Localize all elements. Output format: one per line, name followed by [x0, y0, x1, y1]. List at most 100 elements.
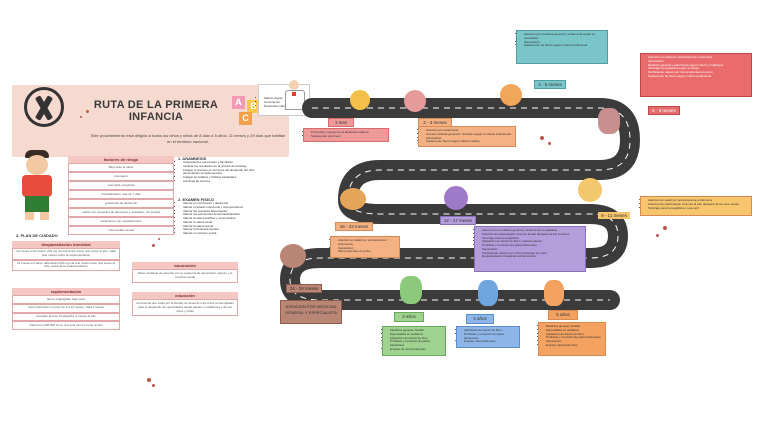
- supplement-title: suplementación: [12, 288, 120, 296]
- doctor-card-item: Crecimiento: [264, 100, 309, 105]
- deworming-row: 12 meses a 23 meses: 200 mg via oral dos…: [12, 248, 120, 260]
- child-icon: [15, 150, 61, 222]
- milestone-4y-item: Profilaxis y remoción de placa bacterian…: [464, 332, 517, 341]
- milestone-6-label: 6 - 8 meses: [648, 106, 680, 115]
- milestone-1-box: Promoción y apoyo de la lactancia matern…: [303, 128, 389, 142]
- milestone-9-item: Atención de odontología: Una vez al año …: [648, 202, 749, 207]
- milestone-2-item: Gemas medicas general o nutrición según …: [426, 132, 513, 137]
- decor-dot: [656, 234, 659, 237]
- milestone-5y-item: Empleo micronutrientes: [546, 343, 603, 348]
- doctor-card-item: Desarrollo infantil: [264, 104, 309, 109]
- exam-item: Valorar el estado nutricional y antropom…: [183, 205, 293, 210]
- exam-item: Valorar la dinámica familiar: [183, 228, 293, 232]
- milestone-12-box: Atención por medicina general y enfermer…: [474, 226, 586, 272]
- risk-factor-row: problemas de desarrollo: [68, 199, 174, 209]
- exam-item: Valorar la salud sexual: [183, 224, 293, 229]
- exam-item: Valorar el crecimiento y desarrollo: [183, 201, 293, 206]
- milestone-marker-12: [444, 186, 468, 210]
- page-description: Este procedimiento está dirigido a todos…: [90, 133, 286, 144]
- anamnesis-title: 1. ANAMNESIS: [178, 156, 207, 161]
- vaccination-table: vacunación datos mediante de acuerdo con…: [132, 262, 238, 283]
- milestone-12-item: Atención por medicina general y enfermer…: [482, 228, 583, 233]
- milestone-3y-item: Profilaxis y remoción de placa bacterian…: [390, 339, 443, 348]
- education-table: educación al personal que cuida por la f…: [132, 292, 238, 317]
- risk-factor-row: hospitalización mas de 7 días: [68, 190, 174, 200]
- risk-factor-row: Anomalía congénita: [68, 181, 174, 191]
- risk-factor-row: madre con sospecha de depresión y ansied…: [68, 208, 174, 218]
- milestone-5y-box: Medicina general, familiar Especialista …: [538, 322, 606, 356]
- milestone-6-item: Vacunación: [648, 59, 749, 64]
- anamnesis-item: indagar el proceso en términos del desar…: [183, 168, 293, 173]
- milestone-18-box: Atención en salud por profesional en enf…: [330, 236, 400, 258]
- milestone-1-item: Suplemento con hierro: [311, 134, 386, 139]
- milestone-24-label: 24 - 29 meses: [286, 284, 322, 293]
- vaccination-text: datos mediante de acuerdo con el esquema…: [132, 269, 238, 283]
- anamnesis-item: verificar los resultados de la prueba de…: [183, 164, 293, 169]
- milestone-4y-label: 4 años: [466, 314, 494, 324]
- anamnesis-section: 1. ANAMNESIS Antecedentes personales y f…: [178, 156, 293, 184]
- milestone-9-box: Atención en salud por profesional de enf…: [640, 196, 752, 216]
- vaccination-title: vacunación: [132, 262, 238, 270]
- exam-section: 2. EXAMEN FISICO Valorar el crecimiento …: [178, 197, 293, 236]
- decor-dot: [86, 110, 89, 113]
- milestone-18-item: Micronutrientes en polvo: [338, 249, 397, 254]
- anamnesis-item: indagar los hábitos y hábitos saludables: [183, 175, 293, 180]
- milestone-2-box: Atención por enfermería Gemas medicas ge…: [418, 126, 516, 147]
- milestone-18-item: Vacunación: [338, 246, 397, 251]
- decor-dot: [80, 116, 82, 118]
- milestone-marker-3y: [400, 276, 422, 304]
- milestone-marker-5y: [544, 280, 564, 306]
- milestone-12-label: 12 - 17 meses: [440, 216, 476, 225]
- milestone-3y-item: Especialista en pediatría: [390, 332, 443, 337]
- milestone-9-item: Tamizaje para hemoglobina ( una vez): [648, 206, 749, 211]
- milestone-5y-item: Vacunación: [546, 339, 603, 344]
- decor-dot: [152, 384, 155, 387]
- risk-factors-table: factores de riesgo Bajo peso al nacer pr…: [68, 156, 174, 236]
- milestone-3y-label: 3 años: [394, 312, 424, 322]
- milestone-5y-item: Medicina general, familiar: [546, 324, 603, 329]
- milestone-12-item: Profilaxis y remoción de placa bacterian…: [482, 243, 583, 248]
- supplement-row: hierro 2mg/kg/día -bajo peso: [12, 295, 120, 304]
- deworming-row: 24 meses a 5 años: albendazol 400 mg via…: [12, 259, 120, 272]
- milestone-4y-box: Aplicación de barniz de flúor Profilaxis…: [456, 326, 520, 348]
- milestone-6-box: Atención en salud por profesional de enf…: [640, 53, 752, 97]
- decor-dot: [663, 226, 667, 230]
- block-c: C: [239, 112, 252, 125]
- milestone-6-item: Fortificación casera por micronutrientes…: [648, 70, 749, 75]
- milestone-24-box: ATENCION POR MEDICINA GENERAL Y ESPECIAL…: [280, 300, 342, 324]
- decor-dot: [548, 142, 551, 145]
- milestone-4-label: 4 - 5 meses: [534, 80, 566, 89]
- milestone-6-item: Atención en salud por profesional de enf…: [648, 55, 749, 60]
- exam-title: 2. EXAMEN FISICO: [178, 197, 215, 202]
- risk-factor-row: prematuro: [68, 172, 174, 182]
- milestone-18-label: 18 - 23 meses: [335, 222, 373, 231]
- exam-item: Valorar las estructuras dentomaxilofacia…: [183, 213, 293, 217]
- supplement-row: micronutrientes en polvo de 6 a 23 meses…: [12, 303, 120, 313]
- milestone-1-item: Promoción y apoyo de la lactancia matern…: [311, 130, 386, 135]
- milestone-marker-1: [350, 90, 370, 110]
- milestone-6-item: Medicina general y enfermería según crit…: [648, 63, 749, 68]
- doctor-card-item: Salud integral: [264, 96, 309, 101]
- plan-title: 3. PLAN DE CUIDADO: [16, 233, 58, 238]
- decor-dot: [158, 238, 160, 240]
- milestone-5y-item: Especialista en pediatría: [546, 328, 603, 333]
- block-b: B: [247, 100, 260, 113]
- milestone-4-item: Suplemento de hierro según criterio prof…: [524, 43, 605, 48]
- decor-dot: [147, 378, 151, 382]
- abc-blocks-icon: A B C: [232, 96, 262, 128]
- milestone-3y-item: Empleo de micronutrientes: [390, 347, 443, 352]
- risk-factor-row: enfermedad mental: [68, 226, 174, 236]
- milestone-4-item: Atención por medicina general y enfermer…: [524, 32, 605, 41]
- milestone-12-item: Tamizaje para hemoglobina: [482, 236, 583, 241]
- milestone-12-item: Desparasitación intestinal antihelmíntic…: [482, 254, 583, 259]
- milestone-marker-6: [598, 108, 620, 134]
- milestone-9-label: 9 - 11 meses: [598, 212, 630, 219]
- supplement-row: fumarato ferroso 2mg/kg/día -2 meses al …: [12, 312, 120, 322]
- supplement-row: Vitamina A 200.000 UI en una sola toma 2…: [12, 321, 120, 331]
- milestone-9-item: Atención en salud por profesional de enf…: [648, 198, 749, 203]
- page-title: RUTA DE LA PRIMERA INFANCIA: [93, 99, 219, 123]
- milestone-marker-2: [404, 90, 426, 112]
- milestone-4y-item: Aplicación de barniz de flúor: [464, 328, 517, 333]
- exam-item: Valorar el contexto social: [183, 231, 293, 236]
